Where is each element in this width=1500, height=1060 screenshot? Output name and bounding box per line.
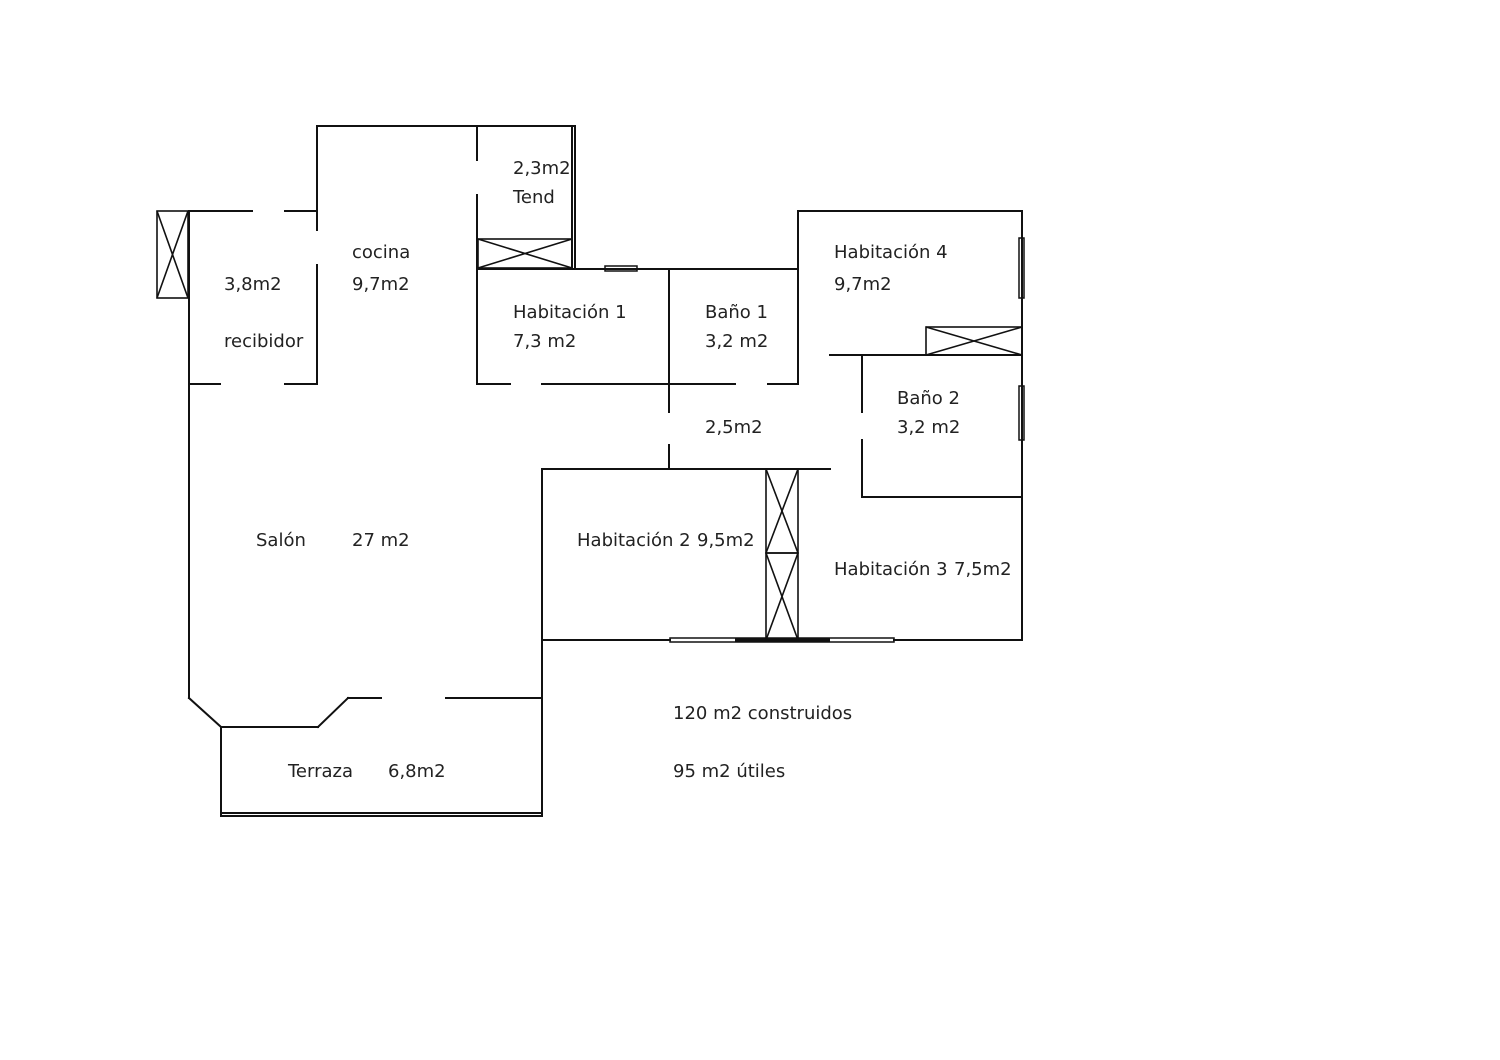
wardrobe-hab2-hab3 (765, 468, 799, 641)
total-construidos: 120 m2 construidos (673, 703, 852, 724)
terraza-name: Terraza (287, 761, 353, 782)
pasillo-area: 2,5m2 (705, 417, 763, 438)
cocina-name: cocina (352, 242, 410, 263)
hab3-name: Habitación 3 (834, 559, 948, 580)
tend-area: 2,3m2 (513, 158, 571, 179)
shafts (156, 210, 1023, 641)
bano2-name: Baño 2 (897, 388, 960, 409)
hab3-area: 7,5m2 (954, 559, 1012, 580)
terraza-area: 6,8m2 (388, 761, 446, 782)
hab4-name: Habitación 4 (834, 242, 948, 263)
bano1-area: 3,2 m2 (705, 331, 768, 352)
shaft-tend (477, 238, 573, 269)
hab2-name: Habitación 2 (577, 530, 691, 551)
hab4-area: 9,7m2 (834, 274, 892, 295)
room-labels: 2,3m2 Tend cocina 9,7m2 3,8m2 recibidor … (224, 158, 1012, 782)
tend-name: Tend (512, 187, 555, 208)
bano2-area: 3,2 m2 (897, 417, 960, 438)
total-utiles: 95 m2 útiles (673, 761, 785, 782)
hab2-area: 9,5m2 (697, 530, 755, 551)
bano1-name: Baño 1 (705, 302, 768, 323)
cocina-area: 9,7m2 (352, 274, 410, 295)
walls (187, 125, 1025, 817)
salon-area: 27 m2 (352, 530, 410, 551)
salon-name: Salón (256, 530, 306, 551)
hab1-name: Habitación 1 (513, 302, 627, 323)
shaft-hab4 (925, 326, 1023, 356)
recibidor-area: 3,8m2 (224, 274, 282, 295)
shaft-recibidor (156, 210, 189, 299)
recibidor-name: recibidor (224, 331, 304, 352)
hab1-area: 7,3 m2 (513, 331, 576, 352)
